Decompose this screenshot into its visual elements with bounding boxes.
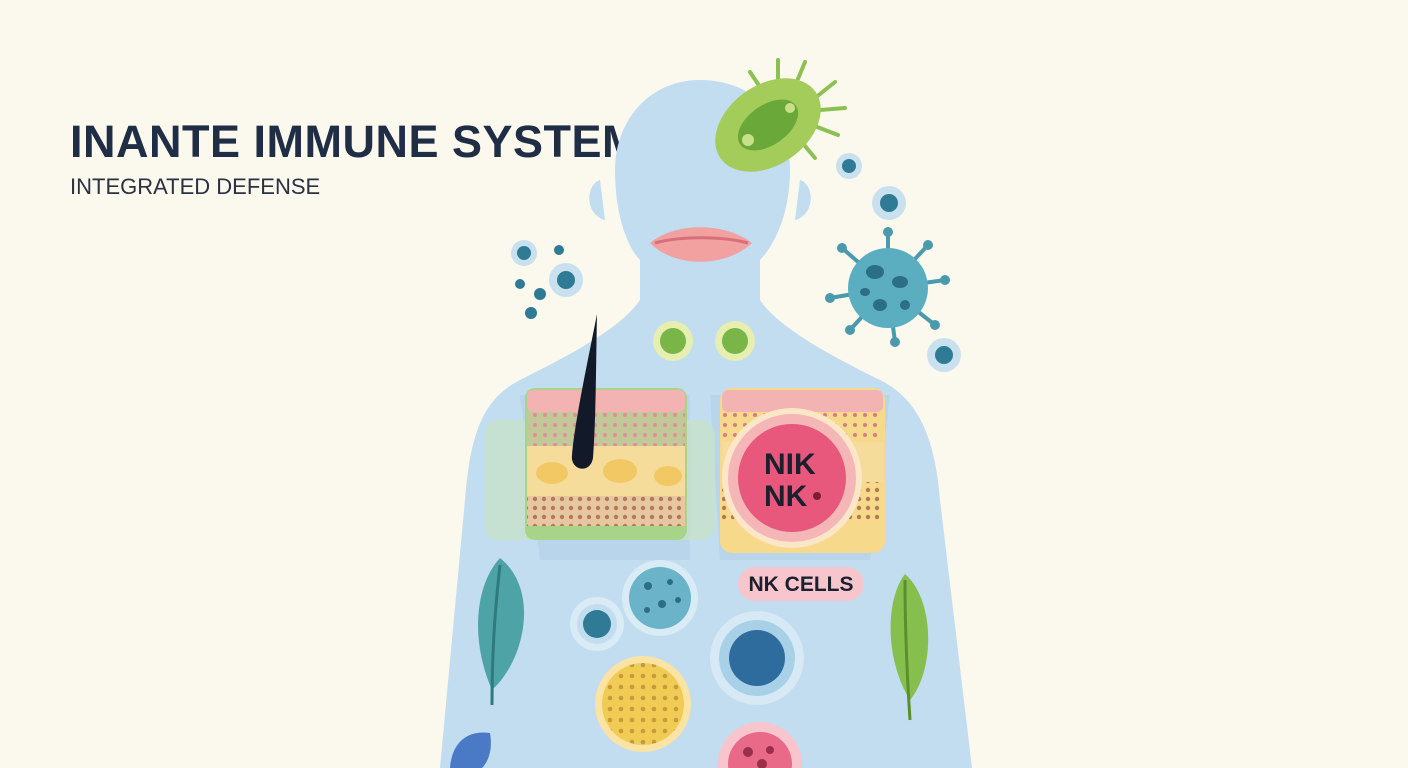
mast-cell-pink xyxy=(718,722,802,768)
skin-layer-block xyxy=(485,388,715,540)
page-title: INANTE IMMUNE SYSTEM xyxy=(70,116,641,167)
particle-group-right xyxy=(836,153,961,372)
nk-cells-label: NK CELLS xyxy=(738,567,864,601)
granulocyte-yellow xyxy=(595,656,691,752)
nk-badge-line1: NIK xyxy=(764,448,816,481)
leaf-left-icon xyxy=(478,558,525,706)
macrophage-cell-teal xyxy=(622,560,698,636)
leaf-bottom-left-icon xyxy=(450,732,491,768)
virus-icon xyxy=(825,227,950,347)
nk-cell-badge: NIK NK xyxy=(722,408,862,548)
mouth-mucosa xyxy=(650,227,752,262)
lymph-node-right xyxy=(715,321,755,361)
nk-cells-label-text: NK CELLS xyxy=(749,573,854,596)
hair-follicle xyxy=(571,314,597,469)
page-subtitle: INTEGRATED DEFENSE xyxy=(70,174,321,199)
leaf-right-icon xyxy=(890,574,929,721)
small-cell-teal xyxy=(570,597,624,651)
nk-badge-line2: NK xyxy=(764,480,808,513)
lymph-node-left xyxy=(653,321,693,361)
bacterium-icon xyxy=(715,58,847,172)
lymphocyte-blue xyxy=(710,611,804,705)
particle-group-left xyxy=(511,240,583,319)
